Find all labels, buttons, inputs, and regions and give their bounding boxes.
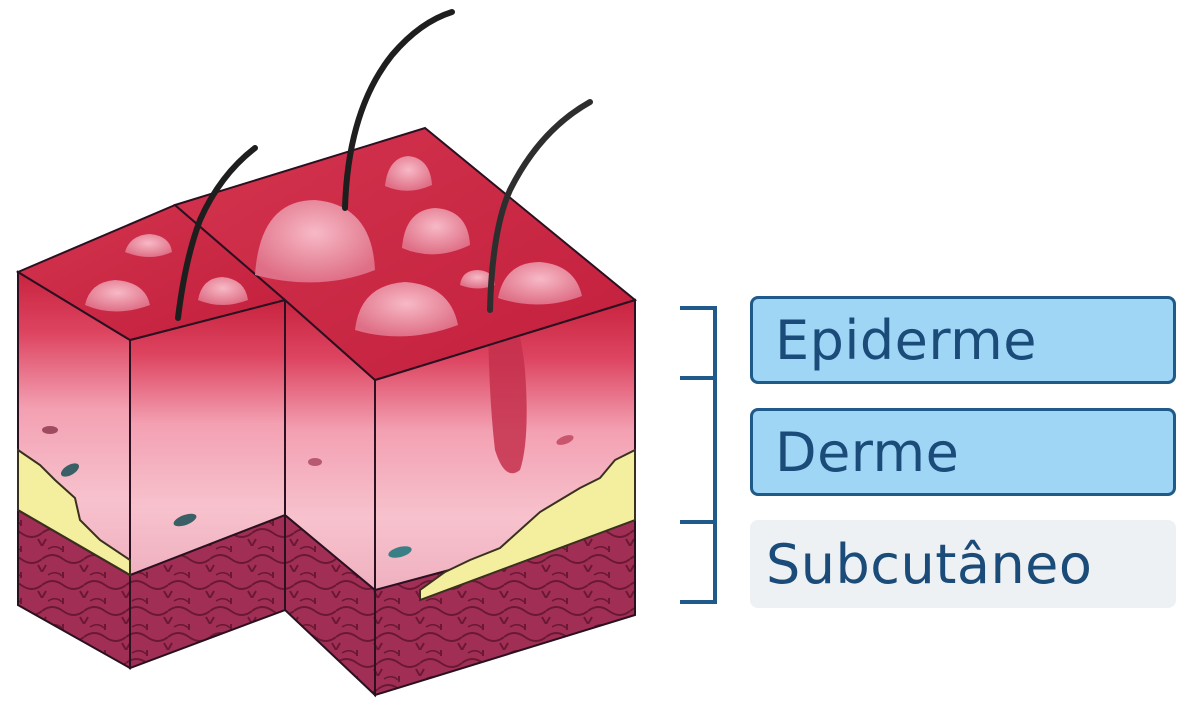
epiderme-text: Epiderme: [775, 308, 1037, 372]
dermis-cells: [42, 426, 574, 558]
subcutis-bracket: [680, 522, 717, 604]
hair-follicle: [488, 300, 527, 474]
epidermis-layer: [15, 126, 638, 382]
skin-cross-section-illustration: [15, 9, 638, 698]
subcutaneo-label: Subcutâneo: [750, 520, 1176, 608]
epiderme-label: Epiderme: [750, 296, 1176, 384]
dermis-bracket: [680, 378, 717, 524]
derme-text: Derme: [775, 420, 960, 484]
derme-label: Derme: [750, 408, 1176, 496]
epidermis-bracket: [680, 306, 717, 380]
subcutaneo-text: Subcutâneo: [766, 532, 1093, 596]
skin-bumps: [85, 156, 582, 337]
fat-deposits: [17, 448, 636, 602]
hairs: [175, 9, 593, 321]
